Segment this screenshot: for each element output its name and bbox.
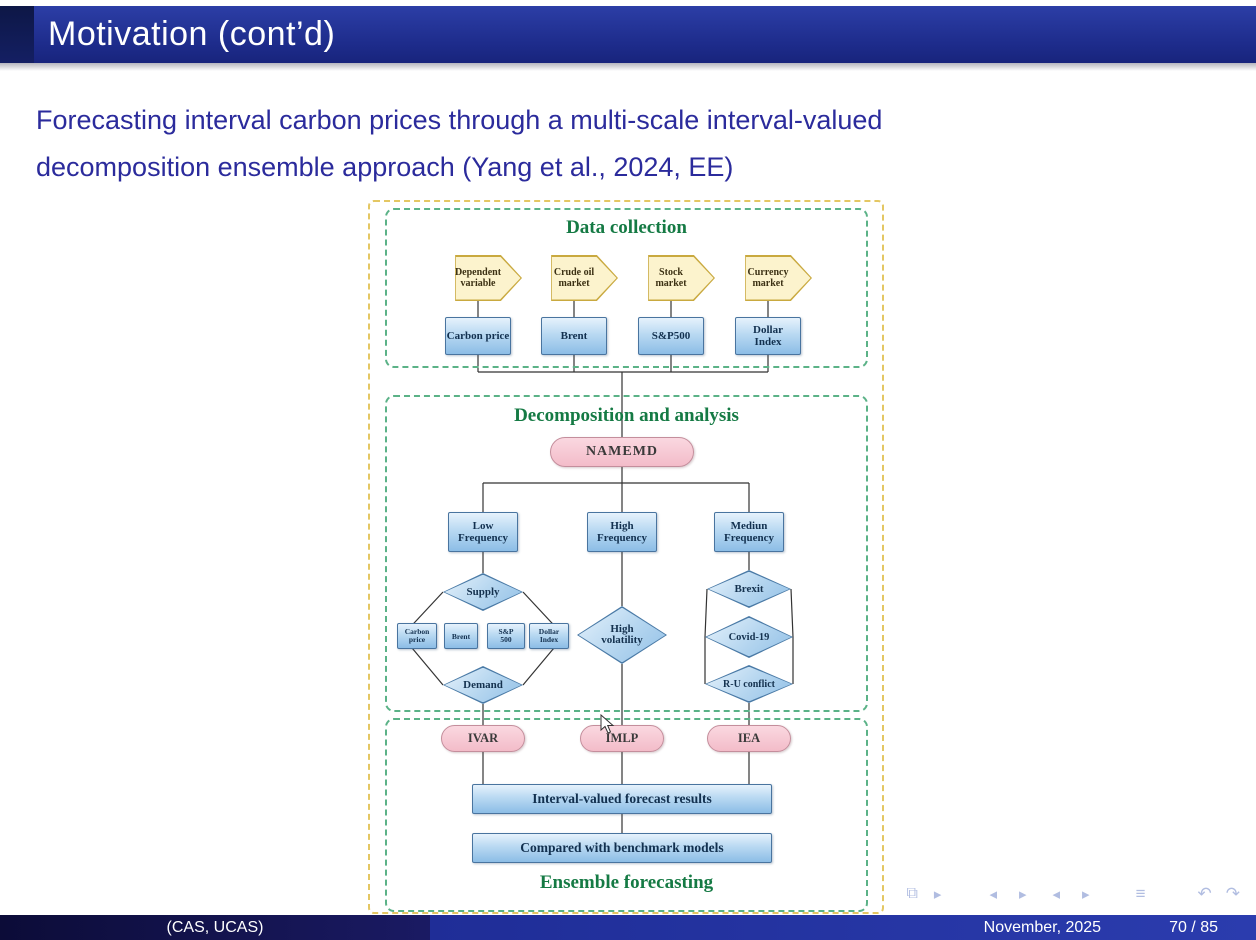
hexagon-currency-market: Currency market [724,255,812,301]
prev-section-icon[interactable]: ◂ [1052,886,1061,903]
hexagon-label: Crude oil market [553,267,595,289]
small-box-carbon-price: Carbon price [397,623,437,649]
diamond-label: R-U conflict [723,678,775,690]
frames-icon[interactable]: ⧉ [906,885,918,902]
hexagon-stock-market: Stock market [627,255,715,301]
footer-date: November, 2025 [983,918,1102,936]
box-sp500: S&P500 [638,317,704,355]
footer-authors-block: (CAS, UCAS) [0,915,430,940]
box-medium-frequency: Mediun Frequency [714,512,784,552]
footer-bar: (CAS, UCAS) November, 2025 70 / 85 [0,915,1256,940]
box-benchmark-comparison: Compared with benchmark models [472,833,772,863]
oval-ivar: IVAR [441,725,525,752]
hexagon-crude-oil-market: Crude oil market [530,255,618,301]
footer-right-block: November, 2025 70 / 85 [430,915,1256,940]
header-main-block: Motivation (cont’d) [34,6,1256,63]
small-box-brent: Brent [444,623,478,649]
small-box-dollar-index: Dollar Index [529,623,569,649]
diamond-label: High volatility [601,623,643,646]
section-ensemble [385,718,868,912]
forward-icon[interactable]: ↷ [1225,884,1240,903]
slide-title: Motivation (cont’d) [48,15,336,53]
header-shadow [0,63,1256,71]
hexagon-label: Stock market [655,267,687,289]
diamond-label: Supply [466,585,500,598]
box-brent: Brent [541,317,607,355]
hexagon-label: Currency market [747,267,789,289]
diamond-label: Covid-19 [728,631,770,643]
box-high-frequency: High Frequency [587,512,657,552]
ensemble-title: Ensemble forecasting [539,872,714,893]
next-section-icon[interactable]: ▸ [1082,886,1090,903]
flowchart-diagram: Data collection Decomposition and analys… [368,200,884,914]
mouse-cursor [600,714,615,734]
header-bar: Motivation (cont’d) [0,6,1256,63]
prev-subsection-icon[interactable]: ◂ [989,886,997,903]
section-decomposition [385,395,868,712]
next-subsection-icon[interactable]: ▸ [1018,886,1027,903]
hexagon-label: Dependent variable [454,267,502,289]
navigation-bar: ⧉ ▸ ◂ ▸ ◂ ▸ ≡ ↶ ↷ [906,884,1240,904]
small-box-sp500: S&P 500 [487,623,525,649]
intro-line-1: Forecasting interval carbon prices throu… [36,105,883,135]
footer-authors: (CAS, UCAS) [166,918,264,936]
namemd-pill: NAMEMD [550,437,694,467]
back-icon[interactable]: ↶ [1197,884,1212,903]
diamond-label: Demand [463,678,503,691]
intro-line-2: decomposition ensemble approach (Yang et… [36,152,734,182]
section-data-collection [385,208,868,368]
box-forecast-results: Interval-valued forecast results [472,784,772,814]
intro-paragraph: Forecasting interval carbon prices throu… [36,97,882,191]
outer-dashed-border [368,200,884,914]
diamond-covid19: Covid-19 [705,616,793,658]
oval-iea: IEA [707,725,791,752]
diamond-ru-conflict: R-U conflict [705,665,793,703]
box-dollar-index: Dollar Index [735,317,801,355]
oval-imlp: IMLP [580,725,664,752]
diamond-high-volatility: High volatility [577,606,667,664]
box-carbon-price: Carbon price [445,317,511,355]
header-left-block [0,6,34,63]
diamond-supply: Supply [443,573,523,611]
decomposition-title: Decomposition and analysis [514,405,739,426]
data-collection-title: Data collection [566,217,687,238]
section-list-icon[interactable]: ≡ [1135,884,1146,903]
next-frame-icon[interactable]: ▸ [933,886,942,903]
footer-page-number: 70 / 85 [1169,918,1218,936]
diamond-label: Brexit [734,582,764,595]
diamond-brexit: Brexit [707,570,791,608]
box-low-frequency: Low Frequency [448,512,518,552]
diamond-demand: Demand [443,666,523,704]
hexagon-dependent-variable: Dependent variable [434,255,522,301]
